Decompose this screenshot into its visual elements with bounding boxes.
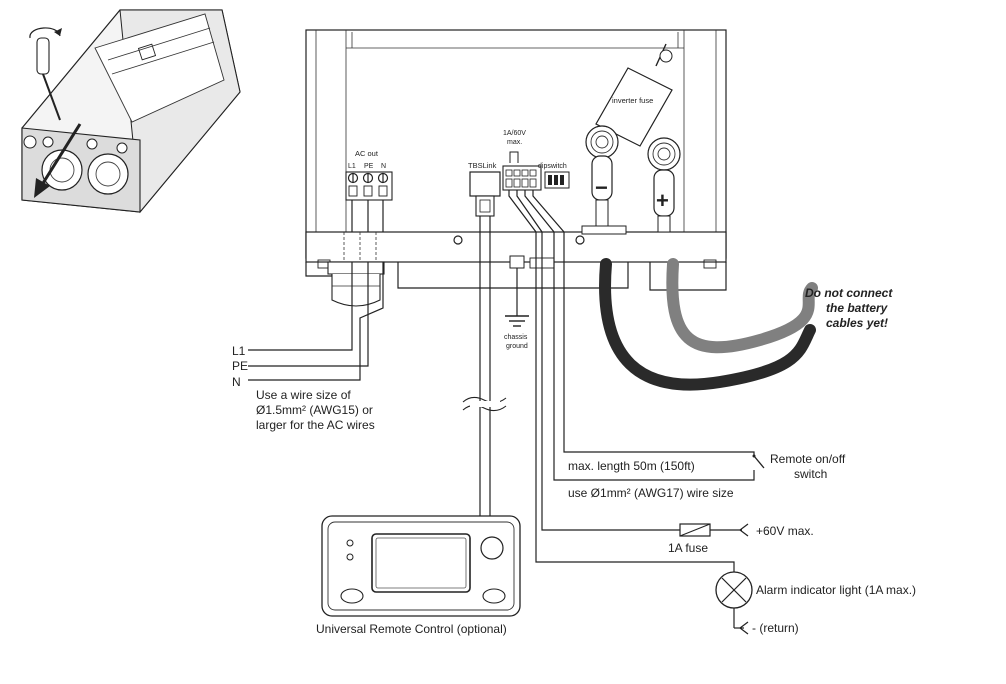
battery-plus-cable [666, 258, 818, 354]
battery-warning-line-3: cables yet! [826, 316, 888, 330]
terminal-l1-label: L1 [348, 163, 356, 170]
tbslink-cable [462, 216, 507, 520]
chassis-label-line-2: ground [506, 343, 528, 350]
ac-wire-pe-label: PE [232, 359, 248, 373]
relay-rating-max-label: max. [507, 139, 522, 146]
remote-switch-label-line-2: switch [794, 467, 827, 481]
remote-control-caption: Universal Remote Control (optional) [316, 622, 507, 636]
inverter-fuse: inverter fuse [595, 43, 673, 147]
ac-out-label: AC out [355, 149, 379, 158]
chassis-label-line-1: chassis [504, 334, 528, 341]
battery-minus-terminal: − [581, 125, 627, 235]
terminal-screw-icon [377, 172, 389, 184]
fuse-label: 1A fuse [668, 541, 708, 555]
relay-terminal-block: 1A/60V max. [502, 130, 542, 191]
battery-plus-terminal: + [647, 137, 681, 233]
alarm-indicator-lamp [715, 571, 753, 635]
tbslink-label: TBSLink [468, 161, 497, 170]
wire-size-label: use Ø1mm² (AWG17) wire size [568, 486, 734, 500]
remote-button-icon [340, 588, 364, 604]
fan-left-icon [41, 149, 83, 191]
fan-right-icon [87, 153, 129, 195]
one-amp-fuse [679, 523, 749, 537]
relay-contact-icon [509, 151, 519, 163]
inverter-product-sketch [21, 9, 241, 214]
terminal-screw-icon [362, 172, 374, 184]
tbslink-connector: TBSLink [468, 161, 501, 217]
battery-minus-cable [599, 258, 816, 391]
battery-warning-line-2: the battery [826, 301, 889, 315]
remote-led-icon [346, 553, 354, 561]
alarm-light-label: Alarm indicator light (1A max.) [756, 583, 916, 597]
minus-sign: − [595, 175, 608, 200]
ac-wire-note-line-3: larger for the AC wires [256, 418, 375, 432]
ac-wire-l1-label: L1 [232, 344, 246, 358]
signal-wires [508, 190, 755, 578]
remote-switch-label-line-1: Remote on/off [770, 452, 846, 466]
remote-knob-icon [480, 536, 504, 560]
return-label: - (return) [752, 621, 799, 635]
universal-remote-control [321, 515, 521, 617]
inverter-fuse-label: inverter fuse [612, 96, 653, 105]
plus-sign: + [656, 188, 669, 213]
ac-wires [248, 200, 384, 381]
remote-display [371, 533, 471, 593]
remote-button-icon [482, 588, 506, 604]
ground-icon [505, 315, 529, 327]
return-arrow-icon [739, 621, 749, 635]
ac-wire-note-line-1: Use a wire size of [256, 388, 351, 402]
supply-arrow-icon [739, 523, 749, 537]
dipswitch-label: dipswitch [538, 163, 567, 170]
max-length-label: max. length 50m (150ft) [568, 459, 695, 473]
remote-on-off-switch [752, 454, 765, 469]
screwdriver-icon [36, 37, 61, 121]
supply-voltage-label: +60V max. [756, 524, 814, 538]
battery-warning-line-1: Do not connect [805, 286, 893, 300]
ac-wire-n-label: N [232, 375, 241, 389]
chassis-ground: chassis ground [504, 268, 529, 350]
remove-cover-arrow-icon [34, 123, 82, 198]
ac-wire-note-line-2: Ø1.5mm² (AWG15) or [256, 403, 373, 417]
terminal-screw-icon [347, 172, 359, 184]
cable-gland [327, 261, 385, 307]
remote-led-icon [346, 539, 354, 547]
terminal-n-label: N [381, 163, 386, 170]
terminal-pe-label: PE [364, 163, 374, 170]
relay-rating-label: 1A/60V [503, 130, 526, 137]
ac-out-terminal-block: AC out L1 PE N [345, 149, 393, 201]
dipswitch: dipswitch [538, 163, 570, 189]
